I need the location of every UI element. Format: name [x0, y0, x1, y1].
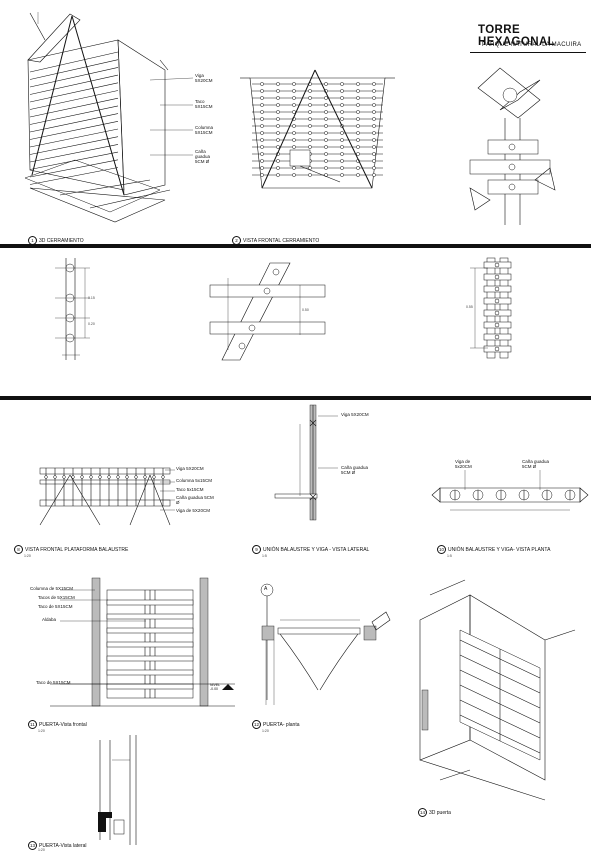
label-cana: Caña guadua 5CM Ø — [195, 149, 211, 164]
label-8-viga2: Viga de 5X20CM — [176, 508, 210, 513]
drawing-number: 8 — [14, 545, 23, 554]
label-11-columna: Columna de 5X15CM — [30, 586, 74, 591]
label-8-taco: Taco 5x15CM — [176, 487, 204, 492]
scale-d10: 1:5 — [447, 554, 452, 558]
scale-d13: 1:20 — [38, 848, 45, 852]
label-9-viga: Viga 5X20CM — [341, 412, 369, 417]
scale-d9: 1:5 — [262, 554, 267, 558]
section-marker-a: A — [264, 586, 268, 592]
label-8-viga: Viga 5X20CM — [176, 466, 204, 471]
dim-b: 0.20 — [88, 322, 95, 326]
drawing-number: 9 — [252, 545, 261, 554]
section-band-1 — [0, 244, 591, 248]
drawing-number: 2 — [232, 236, 241, 245]
dim-c: 0.50 — [302, 308, 309, 312]
label-columna: Columna 5X15CM — [195, 125, 214, 135]
label-10-cana: Caña guadua 5CM Ø — [522, 459, 550, 469]
scale-d11: 1:20 — [38, 729, 45, 733]
section-band-2 — [0, 396, 591, 400]
drawing-number: 1 — [28, 236, 37, 245]
drawing-number: 12 — [252, 720, 261, 729]
label-10-viga: Viga de 5x20CM — [455, 459, 472, 469]
label-11-nivel: NIVEL -0.00 — [210, 683, 221, 691]
drawing-number: 10 — [437, 545, 446, 554]
sheet-title: TORRE HEXAGONAL — [478, 24, 556, 48]
label-9-cana: Caña guadua 5CM Ø — [341, 465, 369, 475]
label-11-aldaba: Aldaba — [42, 617, 57, 622]
scale-d8: 1:20 — [24, 554, 31, 558]
label-11-taco1: Tacos de 5X15CM — [38, 595, 75, 600]
drawing-number: 14 — [418, 808, 427, 817]
dim-a: 0.15 — [88, 296, 95, 300]
label-viga: Viga 5X20CM — [195, 73, 213, 83]
label-8-columna: Columna 5x15CM — [176, 478, 213, 483]
scale-d12: 1:20 — [262, 729, 269, 733]
dim-d: 0.55 — [466, 305, 473, 309]
label-taco: Taco 5X15CM — [195, 99, 213, 109]
drawing-number: 13 — [28, 841, 37, 850]
subtitle-rule — [470, 52, 586, 53]
label-8-cana: Caña guadua 5CM Ø — [176, 495, 214, 505]
sheet-subtitle: PARQUE NATURAL LA MACUIRA — [482, 42, 582, 48]
drawing-number: 11 — [28, 720, 37, 729]
label-11-taco3: Taco de 5X15CM — [36, 680, 71, 685]
label-11-taco2: Taco de 5X15CM — [38, 604, 73, 609]
